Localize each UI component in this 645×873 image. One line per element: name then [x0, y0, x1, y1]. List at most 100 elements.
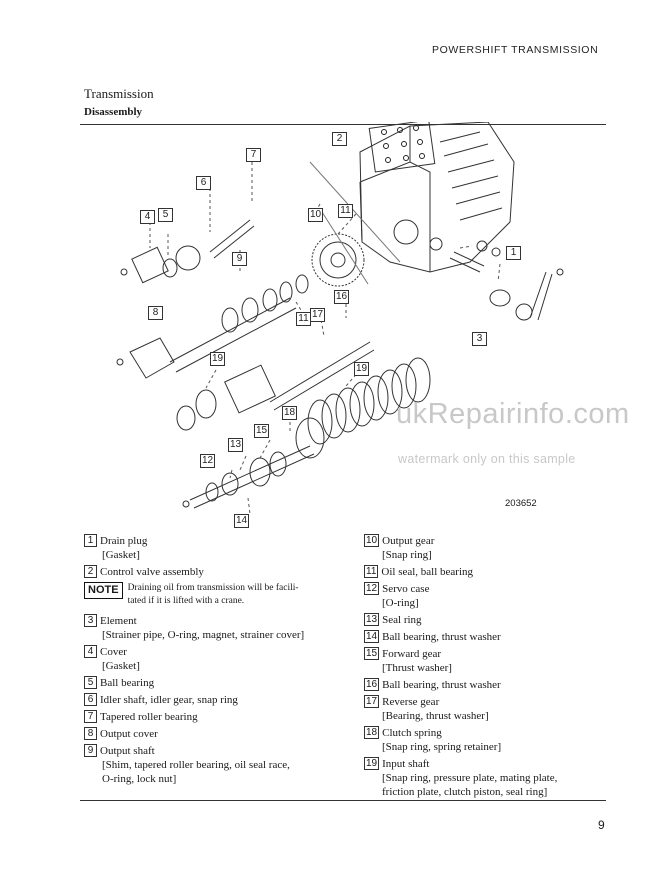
callout-14: 14: [234, 514, 250, 528]
legend-sub: O-ring, lock nut]: [102, 773, 177, 785]
callout-12: 12: [200, 454, 216, 468]
legend-label: Reverse gear: [382, 696, 440, 708]
legend-label: Ball bearing, thrust washer: [382, 679, 501, 691]
diagram-drawing: [116, 122, 564, 515]
figure-number: 203652: [505, 498, 537, 509]
valve-body: [368, 122, 436, 173]
housing-ribs: [439, 131, 503, 221]
legend-num: 13: [364, 613, 380, 626]
legend-label: Cover: [100, 646, 127, 658]
callout-3: 3: [472, 332, 487, 346]
callout-9: 9: [232, 252, 247, 266]
callout-6: 6: [196, 176, 211, 190]
section-subtitle: Disassembly: [84, 106, 143, 118]
housing-port: [429, 237, 443, 251]
element-3: [449, 251, 485, 273]
callout-19-right: 19: [354, 362, 370, 376]
seal-ring: [195, 389, 217, 419]
legend-sub: [Thrust washer]: [382, 662, 452, 674]
legend-sub: [Gasket]: [102, 660, 140, 672]
callout-2: 2: [332, 132, 347, 146]
callout-1: 1: [506, 246, 521, 260]
housing-front-face: [359, 126, 431, 272]
callout-13: 13: [228, 438, 244, 452]
page-number: 9: [598, 818, 605, 832]
legend-num: 9: [84, 744, 97, 757]
legend-label: Output gear: [382, 535, 435, 547]
output-cover: [129, 337, 175, 379]
exploded-diagram: 2 7 6 4 5 10 11 1 9 8 16 11 17 3 19 19 1…: [110, 122, 606, 532]
legend-num: 10: [364, 534, 380, 547]
legend-num: 12: [364, 582, 380, 595]
legend-num: 15: [364, 647, 380, 660]
servo-shaft: [269, 341, 375, 411]
legend-label: Control valve assembly: [100, 566, 204, 578]
legend-label: Clutch spring: [382, 727, 442, 739]
legend-sub: [Strainer pipe, O-ring, magnet, strainer…: [102, 629, 305, 641]
callout-11-mid: 11: [296, 312, 311, 326]
note-row: NOTE Draining oil from transmission will…: [84, 582, 354, 608]
legend-label: Drain plug: [100, 535, 148, 547]
legend-sub: [O-ring]: [382, 597, 419, 609]
servo-case: [224, 364, 276, 414]
legend-label: Forward gear: [382, 648, 442, 660]
idler-gear: [175, 245, 201, 271]
callout-18: 18: [282, 406, 298, 420]
legend-label: Output shaft: [100, 745, 155, 757]
legend-num: 3: [84, 614, 97, 627]
legend-label: Servo case: [382, 583, 430, 595]
legend-sub: [Bearing, thrust washer]: [382, 710, 489, 722]
note-line-2: tated if it is lifted with a crane.: [127, 596, 245, 606]
bottom-divider: [80, 800, 606, 801]
legend-num: 4: [84, 645, 97, 658]
legend-num: 2: [84, 565, 97, 578]
legend-num: 11: [364, 565, 379, 578]
legend-label: Seal ring: [382, 614, 422, 626]
callout-4: 4: [140, 210, 155, 224]
legend-num: 8: [84, 727, 97, 740]
callout-16: 16: [334, 290, 350, 304]
top-divider: [80, 124, 606, 125]
housing-outline: [359, 122, 515, 273]
callout-15: 15: [254, 424, 270, 438]
legend-num: 18: [364, 726, 380, 739]
legend-label: Input shaft: [382, 758, 430, 770]
legend-label: Oil seal, ball bearing: [381, 566, 474, 578]
legend-label: Ball bearing: [100, 677, 155, 689]
legend-num: 5: [84, 676, 97, 689]
output-shaft-rings: [221, 274, 309, 333]
output-gear: [311, 233, 365, 287]
note-line-1: Draining oil from transmission will be f…: [127, 583, 299, 593]
header-title: POWERSHIFT TRANSMISSION: [432, 44, 599, 56]
drain-plug-1: [476, 240, 488, 252]
alignment-line: [309, 161, 401, 263]
legend-num: 14: [364, 630, 380, 643]
legend-sub: [Snap ring, pressure plate, mating plate…: [382, 772, 558, 784]
legend-sub: [Gasket]: [102, 549, 140, 561]
callout-8: 8: [148, 306, 163, 320]
watermark-text: ukRepairinfo.com: [396, 398, 630, 430]
valve-bolts: [381, 125, 425, 163]
legend-label: Ball bearing, thrust washer: [382, 631, 501, 643]
legend-num: 1: [84, 534, 97, 547]
legend-num: 17: [364, 695, 380, 708]
idler-shaft: [209, 219, 255, 259]
callout-7: 7: [246, 148, 261, 162]
section-title: Transmission: [84, 86, 154, 101]
callout-17: 17: [310, 308, 326, 322]
